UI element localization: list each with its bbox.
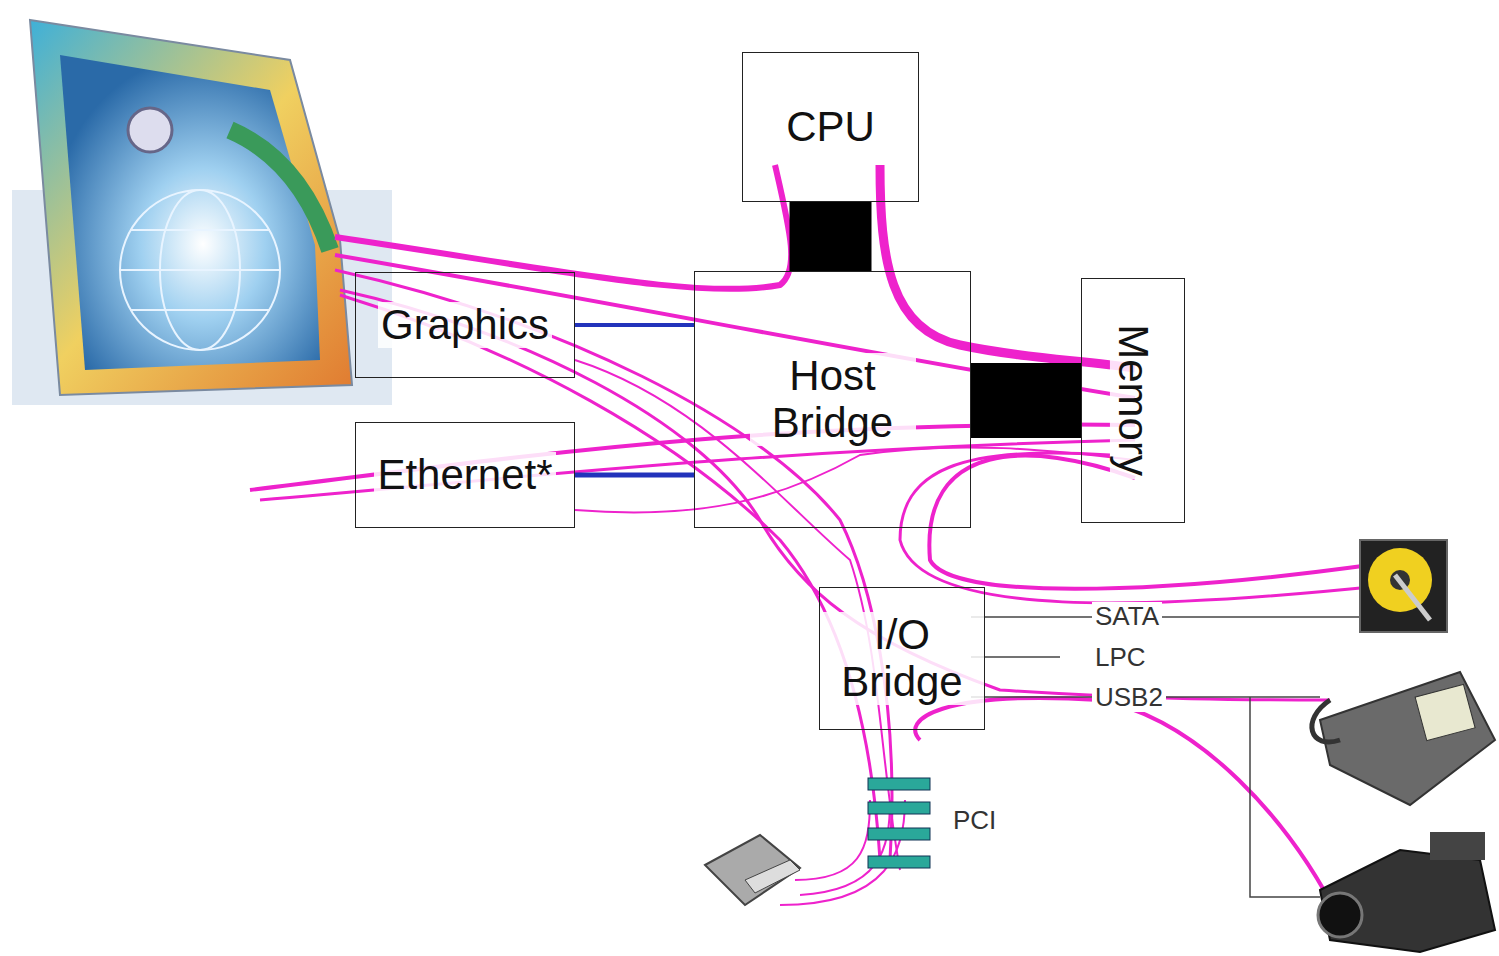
component-box: Memory: [1081, 278, 1185, 523]
component-label: Host Bridge: [750, 353, 916, 445]
hard-disk-illustration: [1360, 540, 1447, 632]
component-label: CPU: [783, 104, 878, 150]
component-box: Ethernet*: [355, 422, 575, 528]
component-label: Ethernet*: [374, 452, 555, 498]
bus-wires: [971, 617, 1360, 897]
component-box: CPU: [742, 52, 919, 202]
monitor-illustration: [12, 20, 392, 405]
bus-connector: [575, 323, 694, 327]
data-flow-lines: [250, 165, 1390, 920]
component-box: I/O Bridge: [819, 587, 985, 730]
bus-label: USB2: [1092, 683, 1166, 712]
component-label: Memory: [1110, 322, 1156, 480]
camcorder-illustration: [1318, 832, 1495, 952]
pci-slots: [868, 778, 930, 868]
device-illustration: [1312, 672, 1495, 805]
component-box: Host Bridge: [694, 271, 971, 528]
component-label: Graphics: [378, 302, 552, 348]
pci-card-illustration: [705, 835, 800, 905]
bus-connector: [575, 473, 694, 478]
bus-label: SATA: [1092, 602, 1162, 631]
bus-label: PCI: [950, 806, 999, 835]
bus-label: LPC: [1092, 643, 1149, 672]
bus-connector: [971, 363, 1081, 438]
bus-connector: [790, 202, 872, 271]
component-label: I/O Bridge: [820, 612, 984, 704]
component-box: Graphics: [355, 272, 575, 378]
